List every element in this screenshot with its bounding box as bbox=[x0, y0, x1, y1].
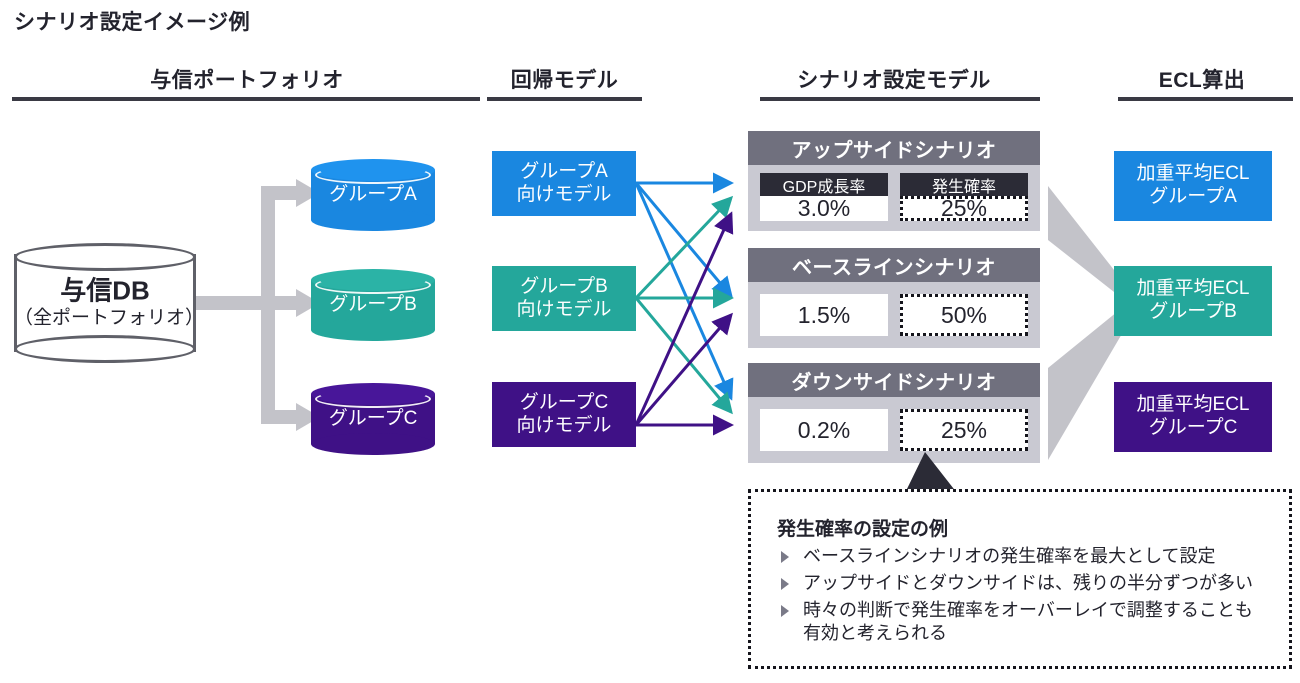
model-c-line2: 向けモデル bbox=[516, 414, 612, 436]
group-a-bottom bbox=[311, 209, 435, 231]
model-b-line1: グループB bbox=[520, 275, 608, 297]
ecl-b-line1: 加重平均ECL bbox=[1136, 278, 1250, 300]
ecl-b-label: 加重平均ECL グループB bbox=[1137, 278, 1250, 324]
db-label-line1: 与信DB bbox=[60, 275, 150, 306]
group-cylinder-b: グループB bbox=[311, 269, 435, 341]
column-rule-ecl bbox=[1118, 97, 1293, 101]
triangle-bullet-icon bbox=[781, 577, 789, 590]
column-header-portfolio: 与信ポートフォリオ bbox=[150, 69, 344, 92]
column-header-regression: 回帰モデル bbox=[510, 69, 619, 92]
scenario-panel-downside: ダウンサイドシナリオ 0.2% 25% bbox=[748, 363, 1040, 463]
group-a-rim bbox=[315, 166, 431, 184]
ecl-a-line1: 加重平均ECL bbox=[1136, 163, 1250, 185]
db-cylinder-label: 与信DB （全ポートフォリオ） bbox=[14, 275, 205, 330]
upside-prob-value[interactable]: 25% bbox=[900, 195, 1028, 221]
group-b-label: グループB bbox=[329, 294, 417, 316]
group-c-rim bbox=[315, 390, 431, 408]
group-cylinder-c: グループC bbox=[311, 383, 435, 455]
scenario-panel-upside: アップサイドシナリオ GDP成長率 3.0% 発生確率 25% bbox=[748, 131, 1040, 231]
model-c-label: グループC 向けモデル bbox=[516, 392, 611, 438]
group-b-bottom bbox=[311, 319, 435, 341]
db-label-line2: （全ポートフォリオ） bbox=[14, 307, 205, 329]
model-a-line2: 向けモデル bbox=[516, 183, 612, 205]
triangle-bullet-icon bbox=[781, 604, 789, 617]
column-header-ecl: ECL算出 bbox=[1158, 69, 1246, 92]
scenario-downside-title: ダウンサイドシナリオ bbox=[748, 363, 1040, 397]
ecl-a-line2: グループA bbox=[1149, 186, 1237, 207]
upside-gdp-caption: GDP成長率 bbox=[760, 173, 888, 196]
ecl-a-label: 加重平均ECL グループA bbox=[1137, 163, 1250, 209]
downside-prob-cell: 25% bbox=[900, 409, 1028, 451]
model-a-label: グループA 向けモデル bbox=[516, 161, 611, 207]
downside-gdp-cell: 0.2% bbox=[760, 409, 888, 451]
ecl-box-group-c[interactable]: 加重平均ECL グループC bbox=[1114, 382, 1272, 452]
note-list: ベースラインシナリオの発生確率を最大として設定 アップサイドとダウンサイドは、残… bbox=[777, 545, 1267, 646]
baseline-gdp-cell: 1.5% bbox=[760, 294, 888, 336]
note-item-2-text: アップサイドとダウンサイドは、残りの半分ずつが多い bbox=[803, 572, 1253, 593]
note-item-3-text: 時々の判断で発生確率をオーバーレイで調整することも有効と考えられる bbox=[803, 599, 1253, 644]
scenario-baseline-title: ベースラインシナリオ bbox=[748, 248, 1040, 282]
ecl-c-line1: 加重平均ECL bbox=[1136, 394, 1250, 416]
upside-gdp-value[interactable]: 3.0% bbox=[760, 195, 888, 221]
credit-db-cylinder: 与信DB （全ポートフォリオ） bbox=[14, 243, 205, 363]
column-rule-regression bbox=[487, 97, 642, 101]
upside-gdp-cell: GDP成長率 3.0% bbox=[760, 173, 888, 221]
column-rule-portfolio bbox=[12, 97, 480, 101]
model-box-group-c[interactable]: グループC 向けモデル bbox=[492, 382, 636, 447]
upside-prob-caption: 発生確率 bbox=[900, 173, 1028, 196]
group-cylinder-a: グループA bbox=[311, 159, 435, 231]
downside-prob-value[interactable]: 25% bbox=[900, 409, 1028, 451]
ecl-box-group-a[interactable]: 加重平均ECL グループA bbox=[1114, 151, 1272, 221]
column-header-scenario: シナリオ設定モデル bbox=[797, 69, 991, 92]
model-b-label: グループB 向けモデル bbox=[516, 276, 611, 322]
baseline-gdp-value[interactable]: 1.5% bbox=[760, 294, 888, 336]
downside-gdp-value[interactable]: 0.2% bbox=[760, 409, 888, 451]
scenario-panel-baseline: ベースラインシナリオ 1.5% 50% bbox=[748, 248, 1040, 348]
group-b-rim bbox=[315, 276, 431, 294]
note-heading: 発生確率の設定の例 bbox=[777, 519, 949, 540]
ecl-c-line2: グループC bbox=[1148, 417, 1238, 438]
group-a-label: グループA bbox=[329, 184, 417, 206]
model-c-line1: グループC bbox=[519, 391, 609, 413]
model-box-group-a[interactable]: グループA 向けモデル bbox=[492, 151, 636, 216]
ecl-box-group-b[interactable]: 加重平均ECL グループB bbox=[1114, 266, 1272, 336]
column-rule-scenario bbox=[760, 97, 1040, 101]
baseline-prob-value[interactable]: 50% bbox=[900, 294, 1028, 336]
note-item-2: アップサイドとダウンサイドは、残りの半分ずつが多い bbox=[777, 572, 1267, 596]
model-b-line2: 向けモデル bbox=[516, 298, 612, 320]
db-cylinder-bottom bbox=[14, 335, 196, 363]
ecl-b-line2: グループB bbox=[1149, 301, 1237, 322]
note-item-1-text: ベースラインシナリオの発生確率を最大として設定 bbox=[803, 546, 1216, 566]
model-a-line1: グループA bbox=[520, 160, 608, 182]
scenario-upside-title: アップサイドシナリオ bbox=[748, 131, 1040, 165]
group-c-label: グループC bbox=[328, 408, 418, 430]
model-box-group-b[interactable]: グループB 向けモデル bbox=[492, 266, 636, 331]
note-item-1: ベースラインシナリオの発生確率を最大として設定 bbox=[777, 545, 1267, 569]
db-cylinder-top bbox=[14, 243, 196, 271]
baseline-prob-cell: 50% bbox=[900, 294, 1028, 336]
note-item-3: 時々の判断で発生確率をオーバーレイで調整することも有効と考えられる bbox=[777, 599, 1267, 647]
page-title: シナリオ設定イメージ例 bbox=[14, 11, 251, 34]
upside-prob-cell: 発生確率 25% bbox=[900, 173, 1028, 221]
group-c-bottom bbox=[311, 433, 435, 455]
ecl-c-label: 加重平均ECL グループC bbox=[1137, 394, 1250, 440]
triangle-bullet-icon bbox=[781, 551, 789, 563]
note-box: 発生確率の設定の例 ベースラインシナリオの発生確率を最大として設定 アップサイド… bbox=[748, 489, 1292, 669]
